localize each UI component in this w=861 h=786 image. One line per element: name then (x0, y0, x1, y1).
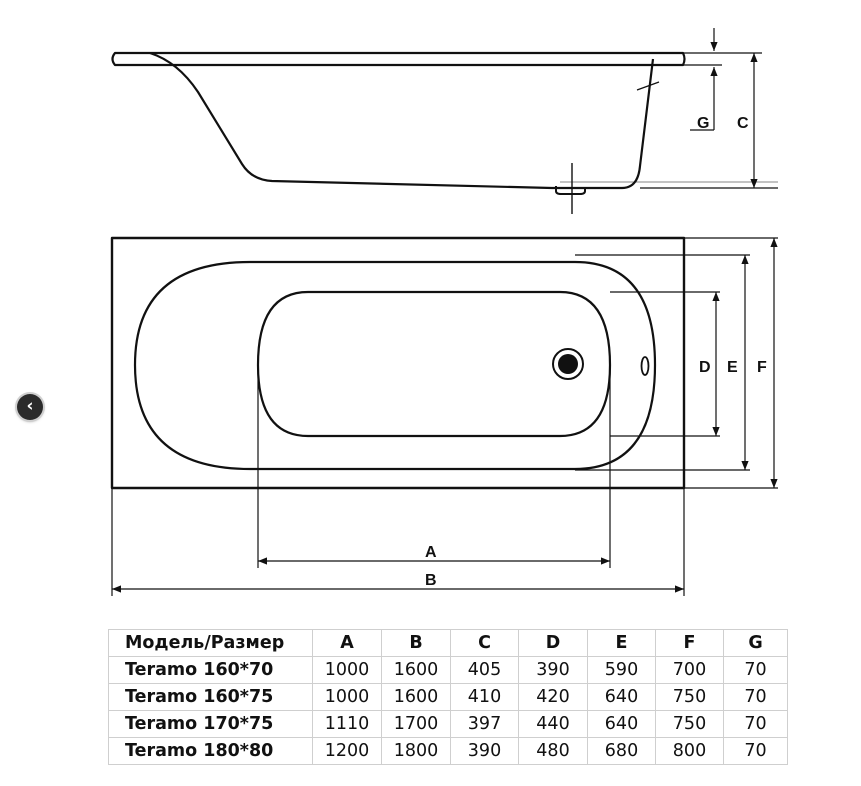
table-cell: 700 (655, 656, 724, 684)
side-view (111, 51, 686, 195)
table-cell: 70 (723, 683, 788, 711)
table-header-cell: D (518, 629, 588, 657)
label-f: F (757, 359, 767, 376)
table-cell: 640 (587, 683, 656, 711)
side-view-body (149, 51, 655, 190)
table-cell: 70 (723, 656, 788, 684)
chevron-left-icon[interactable]: ‹ (17, 394, 43, 420)
dimensions-table: Модель/Размер A B C D E F G Teramo 160*7… (108, 629, 788, 765)
table-cell: 1200 (312, 737, 382, 765)
table-header-cell: F (655, 629, 724, 657)
label-d: D (699, 359, 711, 376)
table-cell: 410 (450, 683, 519, 711)
table-row: Teramo 170*75 1110 1700 397 440 640 750 … (108, 710, 788, 738)
table-cell: 800 (655, 737, 724, 765)
overflow-icon (640, 356, 650, 376)
top-view-outer-rect (110, 236, 686, 490)
model-cell: Teramo 160*75 (108, 683, 313, 711)
table-cell: 1700 (381, 710, 451, 738)
table-header-cell: G (723, 629, 788, 657)
top-view-basin-contour (256, 290, 612, 438)
table-row: Teramo 180*80 1200 1800 390 480 680 800 … (108, 737, 788, 765)
table-cell: 1600 (381, 656, 451, 684)
table-header-cell: B (381, 629, 451, 657)
label-g: G (697, 115, 709, 132)
bathtub-technical-drawing: G C D E F A B (110, 28, 778, 596)
table-cell: 397 (450, 710, 519, 738)
table-row: Teramo 160*70 1000 1600 405 390 590 700 … (108, 656, 788, 684)
table-cell: 1800 (381, 737, 451, 765)
table-header-row: Модель/Размер A B C D E F G (108, 629, 788, 657)
table-header-cell: C (450, 629, 519, 657)
table-cell: 70 (723, 737, 788, 765)
table-cell: 640 (587, 710, 656, 738)
table-cell: 590 (587, 656, 656, 684)
table-cell: 405 (450, 656, 519, 684)
side-view-dimensions (560, 28, 778, 214)
table-cell: 480 (518, 737, 588, 765)
side-view-drain (555, 186, 586, 195)
table-cell: 750 (655, 710, 724, 738)
table-cell: 440 (518, 710, 588, 738)
table-header-cell: A (312, 629, 382, 657)
table-header-cell: Модель/Размер (108, 629, 313, 657)
table-header-cell: E (587, 629, 656, 657)
model-cell: Teramo 170*75 (108, 710, 313, 738)
table-cell: 680 (587, 737, 656, 765)
table-cell: 1000 (312, 656, 382, 684)
top-view-dimensions (111, 237, 778, 596)
table-cell: 70 (723, 710, 788, 738)
top-view-rim-contour (133, 260, 657, 471)
table-cell: 420 (518, 683, 588, 711)
drain-icon (552, 348, 584, 380)
label-c: C (737, 115, 749, 132)
table-cell: 1600 (381, 683, 451, 711)
table-cell: 390 (450, 737, 519, 765)
side-view-rim (111, 51, 686, 67)
model-cell: Teramo 160*70 (108, 656, 313, 684)
table-cell: 1000 (312, 683, 382, 711)
table-row: Teramo 160*75 1000 1600 410 420 640 750 … (108, 683, 788, 711)
label-e: E (727, 359, 738, 376)
model-cell: Teramo 180*80 (108, 737, 313, 765)
top-view (110, 236, 686, 490)
table-cell: 390 (518, 656, 588, 684)
table-cell: 1110 (312, 710, 382, 738)
label-b: B (425, 572, 437, 589)
table-cell: 750 (655, 683, 724, 711)
label-a: A (425, 544, 437, 561)
